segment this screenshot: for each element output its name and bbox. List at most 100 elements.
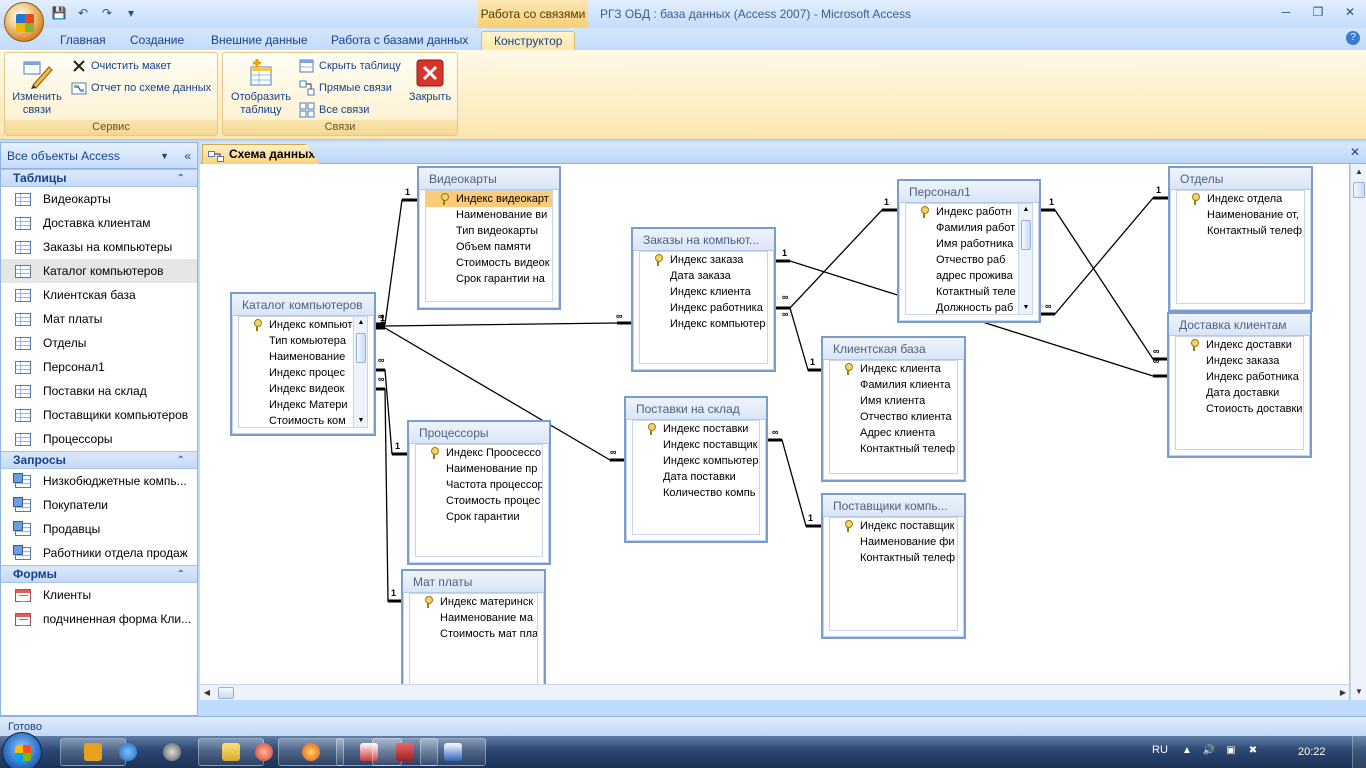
table-field[interactable]: Наименование пр [416,461,542,477]
scroll-up-icon[interactable]: ▲ [1355,167,1363,176]
nav-item[interactable]: Отделы [1,331,197,355]
primary-key-field[interactable]: Индекс работн [906,204,1032,220]
direct-relations-button[interactable]: Прямые связи [299,79,392,97]
chevron-up-icon[interactable]: ⌃ [176,569,185,580]
relationship-line[interactable] [776,307,821,371]
table-field[interactable]: Отчество раб [906,252,1032,268]
table-field[interactable]: Частота процессор [416,477,542,493]
table-scroll-thumb[interactable] [356,333,366,363]
primary-key-field[interactable]: Индекс отдела [1177,191,1304,207]
tab-relationships[interactable]: Схема данных [202,144,320,164]
nav-item[interactable]: Клиенты [1,583,197,607]
nav-item[interactable]: Видеокарты [1,187,197,211]
table-field[interactable]: Индекс видеок [239,381,367,397]
table-field[interactable]: Наименование ви [426,207,552,223]
table-field[interactable]: Наименование [239,349,367,365]
table-field[interactable]: Фамилия работ [906,220,1032,236]
table-field[interactable]: Стоимость видеок [426,255,552,271]
chevron-up-icon[interactable]: ⌃ [176,455,185,466]
table-field[interactable]: Фамилия клиента [830,377,957,393]
table-field[interactable]: Стоимость процес [416,493,542,509]
customize-icon[interactable]: ▾ [127,6,135,20]
table-field[interactable]: Количество компь [633,485,759,501]
nav-group-header[interactable]: Таблицы⌃ [1,169,197,187]
start-button[interactable] [2,732,42,768]
table-title[interactable]: Процессоры [409,422,549,444]
device-icon[interactable]: ▣ [1226,745,1236,756]
chevron-down-icon[interactable]: ▼ [160,151,169,161]
table-title[interactable]: Отделы [1170,168,1311,190]
table-field[interactable]: Стоимость мат пла [410,626,537,642]
table-field[interactable]: Индекс компьютер [633,453,759,469]
nav-item[interactable]: Поставки на склад [1,379,197,403]
hide-table-button[interactable]: Скрыть таблицу [299,57,401,75]
table-field[interactable]: Контактный телеф [830,550,957,566]
collapse-pane-icon[interactable]: « [184,149,191,163]
primary-key-field[interactable]: Индекс Проocессо [416,445,542,461]
vertical-scrollbar[interactable]: ▲ ▼ [1350,164,1366,700]
primary-key-field[interactable]: Индекс материнск [410,594,537,610]
scroll-left-icon[interactable]: ◀ [203,688,211,697]
table-field[interactable]: Контактный телеф [1177,223,1304,239]
relationship-line[interactable] [1041,209,1167,360]
keyboard-language[interactable]: RU [1152,744,1168,756]
taskbar-access[interactable] [372,738,438,766]
table-field[interactable]: Котактный теле [906,284,1032,300]
relationship-line[interactable] [376,388,401,602]
table-title[interactable]: Каталог компьютеров [232,294,374,316]
office-button[interactable] [4,2,44,42]
nav-item[interactable]: Мат платы [1,307,197,331]
table-scrollbar[interactable]: ▲▼ [353,317,367,427]
nav-group-header[interactable]: Формы⌃ [1,565,197,583]
table-field[interactable]: Индекс поставщик [633,437,759,453]
scroll-right-icon[interactable]: ▶ [1339,688,1347,697]
table-field[interactable]: Индекс процес [239,365,367,381]
table-field[interactable]: Наименование от, [1177,207,1304,223]
tab-database-tools[interactable]: Работа с базами данных [331,33,469,47]
save-icon[interactable]: 💾 [51,6,67,20]
taskbar-app[interactable] [252,740,276,764]
show-table-button[interactable]: Отобразить таблицу [227,57,295,117]
taskbar-word[interactable] [420,738,486,766]
nav-item[interactable]: Заказы на компьютеры [1,235,197,259]
table-title[interactable]: Видеокарты [419,168,559,190]
table-field[interactable]: Индекс заказа [1176,353,1303,369]
table-field[interactable]: Срок гарантии [416,509,542,525]
undo-icon[interactable]: ↶ [77,6,89,20]
nav-item[interactable]: Персонал1 [1,355,197,379]
primary-key-field[interactable]: Индекс клиента [830,361,957,377]
horizontal-scrollbar[interactable]: ◀ ▶ [200,684,1349,700]
clock[interactable]: 20:22 [1298,746,1326,758]
edit-relations-button[interactable]: Изменить связи [9,57,65,117]
table-title[interactable]: Поставки на склад [626,398,766,420]
scroll-down-icon[interactable]: ▼ [1022,304,1030,311]
relation-report-button[interactable]: Отчет по схеме данных [71,79,211,97]
relationship-line[interactable] [376,322,631,327]
table-field[interactable]: Наименование ма [410,610,537,626]
minimize-button[interactable]: ─ [1281,5,1291,19]
primary-key-field[interactable]: Индекс заказа [640,252,767,268]
table-field[interactable]: Индекс клиента [640,284,767,300]
nav-item[interactable]: Покупатели [1,493,197,517]
all-relations-button[interactable]: Все связи [299,101,369,119]
table-scrollbar[interactable]: ▲▼ [1018,204,1032,314]
chevron-up-icon[interactable]: ⌃ [176,173,185,184]
table-field[interactable]: Должность раб [906,300,1032,314]
taskbar-media-player[interactable] [60,738,126,766]
clear-layout-button[interactable]: Очистить макет [71,57,171,75]
tab-external-data[interactable]: Внешние данные [211,33,308,47]
table-title[interactable]: Заказы на компьют... [633,229,774,251]
nav-item[interactable]: Доставка клиентам [1,211,197,235]
table-field[interactable]: Срок гарантии на [426,271,552,287]
table-field[interactable]: Дата доставки [1176,385,1303,401]
table-field[interactable]: Адрес клиента [830,425,957,441]
nav-group-header[interactable]: Запросы⌃ [1,451,197,469]
table-field[interactable]: Отчество клиента [830,409,957,425]
